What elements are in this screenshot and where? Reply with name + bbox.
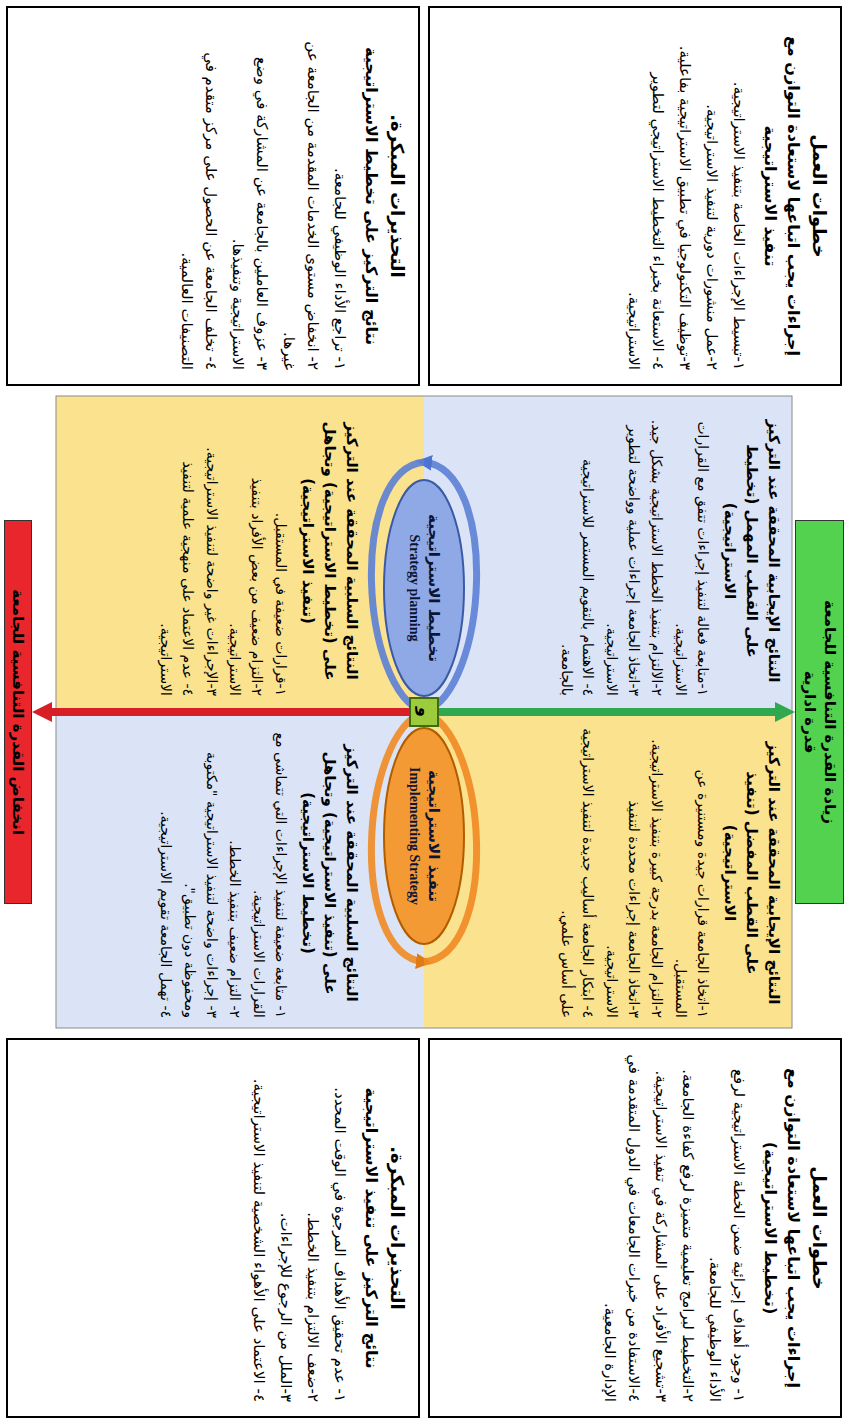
quadrant: النتائج الإيجابية المحققة عند التركيز عل… <box>424 712 792 1028</box>
box-subtitle: نتائج التركيز على تخطيط الاستراتيجية <box>360 22 383 370</box>
list-item: ٣-اتخاذ الجامعة إجراءات محددة لتنفيذ الا… <box>600 728 643 1018</box>
quadrant-ground <box>424 712 792 1028</box>
list-item: ٣-الملل من الرجوع للإجراءات. <box>274 1054 298 1402</box>
list-item: ٤- الاستعانة بخبراء التخطيط الاستراتيجي … <box>622 22 670 370</box>
list-item: ٢-عمل منشورات دورية لتنفيذ الاستراتيجية. <box>700 22 724 370</box>
pole-ellipse: تخطيط الاستراتيجيةStrategy planning <box>382 478 466 698</box>
list-item: ٢-التزام ضعيف من بعض الأفراد بتنفيذ الاس… <box>224 406 267 696</box>
center-square: و <box>409 697 439 727</box>
list-item: ٤- الاعتماد على الأهواء الشخصية لتنفيذ ا… <box>247 1054 271 1402</box>
box-title: خطوات العمل <box>809 1054 830 1402</box>
quadrant-heading: النتائج الإيجابية المحققة عند التركيز عل… <box>719 728 784 1018</box>
list-item: ٤- تهمل الجامعة تقويم الاستراتيجية. <box>155 728 177 1018</box>
ellipse-outline <box>382 478 466 698</box>
axis-arrow <box>439 708 777 716</box>
list-item: ٤- عدم الاعتماد على منهجية علمية لتنفيذ … <box>155 406 198 696</box>
list-item: ٤- تخلف الجامعة عن الحصول على مركز متقدم… <box>175 22 223 370</box>
list-item: ٢-الالتزام بتنفيذ الخطط الاستراتيجية بشك… <box>646 406 668 696</box>
list-item: ٣-اتخاذ الجامعة إجراءات عملية وواضحة لتط… <box>600 406 643 696</box>
action-box: خطوات العملإجراءات يجب اتباعها لاستعادة … <box>428 6 842 386</box>
quadrant-ground <box>424 396 792 712</box>
warning-box: التحذيرات المبكرة.نتائج التركيز على تخطي… <box>6 6 420 386</box>
list-item: ٣-توظيف التكنولوجيا في تطبيق الاستراتيجي… <box>673 22 697 370</box>
list-item: ٢-التزام الجامعة بدرجة كبيرة بتنفيذ الاس… <box>646 728 668 1018</box>
quadrant: النتائج السلبية المحققة عند التركيز على … <box>56 396 424 712</box>
box-title: التحذيرات المبكرة. <box>387 1054 408 1402</box>
list-item: ١-قرارات ضعيفة في المستقبل. <box>269 406 291 696</box>
bar-label: زيادة القدرة التنافسية للجامعة <box>820 531 840 893</box>
pole-ellipse: تنفيذ الاستراتيجيةImplementing Strategy <box>382 726 466 946</box>
list-item: ٢- التزام ضعيف بتنفيذ الخطط. <box>224 728 246 1018</box>
quadrant-ground <box>56 396 424 712</box>
warning-box: التحذيرات المبكرة.نتائج التركيز على تنفي… <box>6 1038 420 1418</box>
list-item: ٤- الاهتمام بالتقويم المستمر للاستراتيجي… <box>555 406 598 696</box>
box-subtitle: إجراءات يجب اتباعها لاستعادة التوازن مع … <box>759 1054 805 1402</box>
list-item: ١- عدم تحقيق الأهداف المرجوة في الوقت ال… <box>328 1054 352 1402</box>
axis-arrow <box>50 708 409 716</box>
list-item: ١- متابعة ضعيفة لتنفيذ الإجراءات التي تت… <box>247 728 290 1018</box>
fear-bar: انخفاض القدرة التنافسية للجامعة <box>4 520 32 904</box>
bar-label: انخفاض القدرة التنافسية للجامعة <box>8 531 28 893</box>
box-title: خطوات العمل <box>809 22 830 370</box>
pole-label: Implementing Strategy <box>405 767 423 905</box>
list-item: ٢- انخفاض مستوى الخدمات المقدمة من الجام… <box>277 22 325 370</box>
box-title: التحذيرات المبكرة. <box>387 22 408 370</box>
box-subtitle: نتائج التركيز على تنفيذ الاستراتيجية <box>360 1054 383 1402</box>
pole-label: Strategy planning <box>405 535 423 642</box>
action-box: خطوات العملإجراءات يجب اتباعها لاستعادة … <box>428 1038 842 1418</box>
list-item: ١-اتخاذ الجامعة قرارات جيدة ومستنيرة عن … <box>669 728 712 1018</box>
quadrant-heading: النتائج الإيجابية المحققة عند التركيز عل… <box>719 406 784 696</box>
quadrant: النتائج السلبية المحققة عند التركيز على … <box>56 712 424 1028</box>
list-item: ٢-ضعف الالتزام بتنفيذ الخطط. <box>301 1054 325 1402</box>
goal-bar: زيادة القدرة التنافسية للجامعةقدرة اداري… <box>796 520 845 904</box>
list-item: ٢-التخطيط لبرامج تعليمية متميزة لرفع كفا… <box>676 1054 700 1402</box>
bar-label: قدرة ادارية <box>800 531 820 893</box>
list-item: ٣- عزوف العاملين بالجامعة عن المشاركة في… <box>226 22 274 370</box>
list-item: ٣-الإجراءات غير واضحة لتنفيذ الاستراتيجي… <box>200 406 222 696</box>
list-item: ١-متابعة فعالة لتنفيذ إجراءات تتفق مع ال… <box>669 406 712 696</box>
list-item: ١- وجود أهداف إجرائية ضمن الخطة الاسترات… <box>703 1054 751 1402</box>
quadrant-heading: النتائج السلبية المحققة عند التركيز على … <box>297 406 362 696</box>
list-item: ٣-تشجيع الأفراد على المشاركة في تنفيذ ال… <box>649 1054 673 1402</box>
pole-label: تنفيذ الاستراتيجية <box>423 770 443 902</box>
list-item: ١-تبسيط الإجراءات الخاصة بتنفيذ الاسترات… <box>727 22 751 370</box>
list-item: ٤- ابتكار الجامعة أساليب جديدة لتنفيذ ال… <box>555 728 598 1018</box>
pole-ellipse-shape <box>384 728 464 944</box>
list-item: ١- تراجع الأداء الوظيفي للجامعة. <box>328 22 352 370</box>
pole-ellipse-shape <box>384 480 464 696</box>
list-item: ٤-الاستفادة من خبرات الجامعات في الدول ا… <box>598 1054 646 1402</box>
connector-symbol: و <box>416 707 432 717</box>
pole-label: تخطيط الاستراتيجية <box>423 514 443 662</box>
list-item: ٣- إجراءات واضحة لتنفيذ الاستراتيجية "مك… <box>178 728 221 1018</box>
quadrant: النتائج الإيجابية المحققة عند التركيز عل… <box>424 396 792 712</box>
quadrant-ground <box>56 712 424 1028</box>
quadrant-heading: النتائج السلبية المحققة عند التركيز على … <box>297 728 362 1018</box>
ellipse-outline <box>382 726 466 946</box>
box-subtitle: إجراءات يجب اتباعها لاستعادة التوازن مع … <box>759 22 805 370</box>
